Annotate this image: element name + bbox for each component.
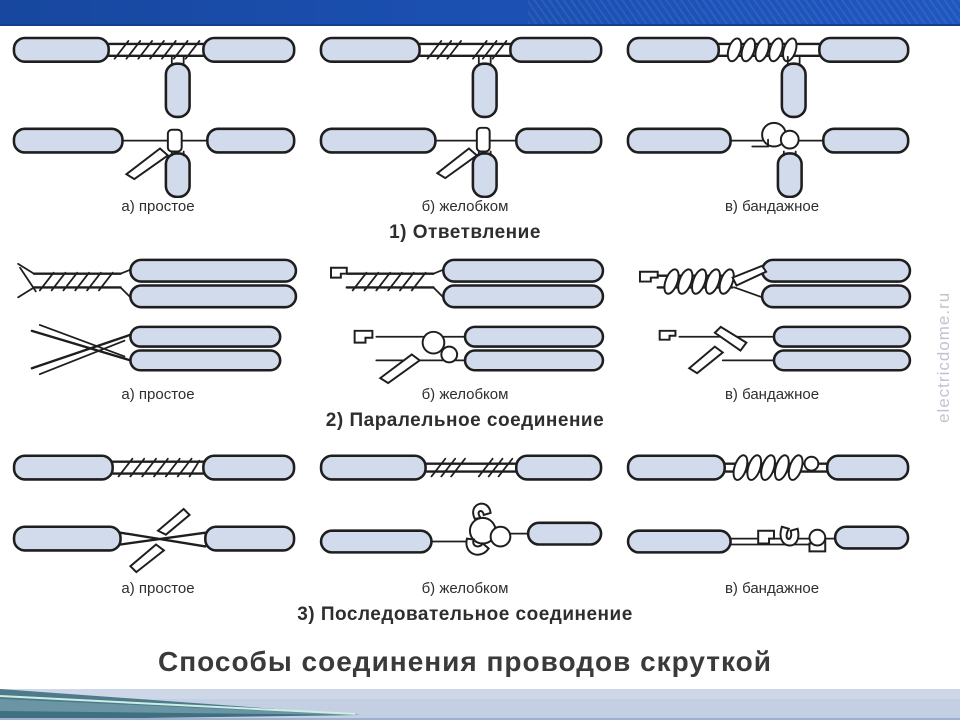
diagram-label: а) простое [121,580,195,597]
section-series-row: а) простое [0,440,930,598]
diagram-label: а) простое [121,386,195,403]
diagram-cell-parallel-groove: б) желобком [313,252,617,404]
diagram-cell-series-simple: а) простое [6,440,310,598]
diagram-label: б) желобком [421,386,509,403]
diagram-cell-branch-groove: б) желобком [313,28,617,216]
branch-bandage-diagram-icon [626,36,910,198]
diagram-label: б) желобком [421,198,509,215]
diagram-cell-branch-simple: а) простое [6,28,310,216]
diagram-label: в) бандажное [724,198,820,215]
section-heading-branch: 1) Ответвление [389,222,541,243]
top-accent-bar [0,0,960,26]
footer-mountain-icon [0,689,960,720]
diagram-cell-branch-bandage: в) бандажное [620,28,924,216]
footer-decoration [0,687,960,720]
series-groove-diagram-icon [319,454,603,556]
diagram-content: а) простое [0,28,930,634]
diagram-cell-parallel-simple: а) простое [6,252,310,404]
section-branch: а) простое [0,28,930,244]
section-branch-row: а) простое [0,28,930,216]
parallel-groove-diagram-icon [330,258,605,385]
diagram-label: а) простое [121,198,195,215]
diagram-cell-parallel-bandage: в) бандажное [620,252,924,404]
section-series: а) простое [0,440,930,626]
section-heading-series: 3) Последовательное соединение [297,604,633,625]
parallel-simple-diagram-icon [17,258,298,376]
series-bandage-diagram-icon [626,454,910,554]
top-bar-stripe-texture [528,0,960,24]
branch-simple-diagram-icon [12,36,296,198]
diagram-label: в) бандажное [724,580,820,597]
section-parallel-row: а) простое [0,252,930,404]
diagram-label: в) бандажное [724,386,820,403]
branch-groove-diagram-icon [319,36,603,198]
watermark-site-name: electricdome.ru [934,291,953,423]
diagram-cell-series-groove: б) желобком [313,440,617,598]
parallel-bandage-diagram-icon [638,258,912,375]
diagram-label: б) желобком [421,580,509,597]
section-heading-parallel: 2) Паралельное соединение [325,410,605,431]
diagram-cell-series-bandage: в) бандажное [620,440,924,598]
series-simple-diagram-icon [12,454,296,574]
section-parallel: а) простое [0,252,930,432]
page-title: Способы соединения проводов скруткой [158,646,772,677]
